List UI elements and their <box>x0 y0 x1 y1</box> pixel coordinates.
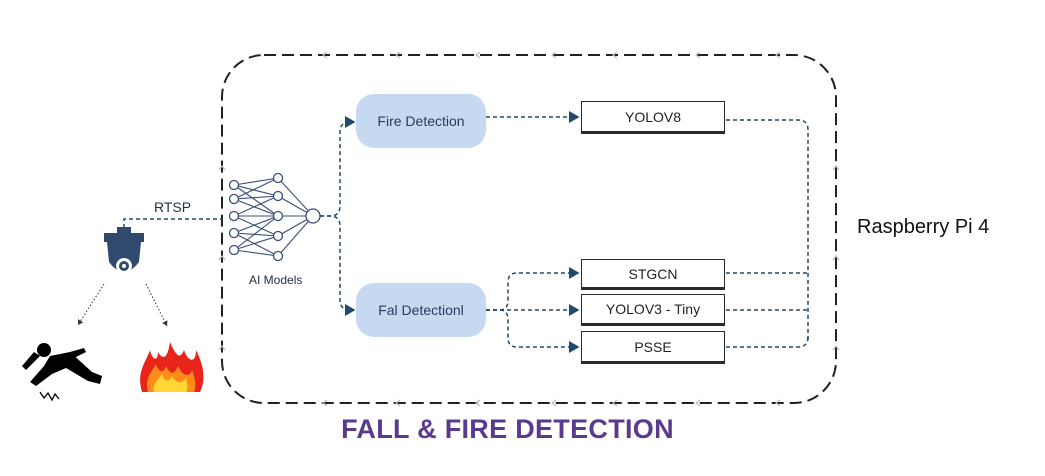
model-label: PSSE <box>634 338 672 355</box>
model-connectors <box>320 111 809 353</box>
model-label: YOLOV8 <box>624 108 682 125</box>
model-box-yolov3-tiny: YOLOV3 - Tiny <box>581 294 725 326</box>
neural-network-icon <box>228 172 321 262</box>
falling-person-icon <box>22 343 102 402</box>
model-box-yolov8: YOLOV8 <box>581 101 725 134</box>
boundary-chevron-marks <box>218 51 840 407</box>
model-box-stgcn: STGCN <box>581 259 725 290</box>
camera-icon <box>104 227 144 274</box>
fire-detection-label: Fire Detection <box>377 113 465 129</box>
model-label: YOLOV3 - Tiny <box>605 301 701 317</box>
fire-detection-node: Fire Detection <box>356 94 486 148</box>
model-box-psse: PSSE <box>581 331 725 364</box>
model-label: STGCN <box>628 265 678 282</box>
raspberry-pi-label: Raspberry Pi 4 <box>857 216 990 238</box>
ai-models-label: AI Models <box>249 273 303 287</box>
camera-to-fire-arrow <box>145 283 168 327</box>
camera-to-fall-arrow <box>77 283 105 326</box>
fire-icon <box>140 342 204 392</box>
fall-detection-node: Fal Detectionl <box>356 283 486 337</box>
rtsp-connector <box>123 218 222 228</box>
fall-detection-label: Fal Detectionl <box>378 302 464 318</box>
raspberry-pi-boundary <box>221 54 837 404</box>
rtsp-label: RTSP <box>154 199 192 215</box>
page-title: FALL & FIRE DETECTION <box>341 414 674 444</box>
